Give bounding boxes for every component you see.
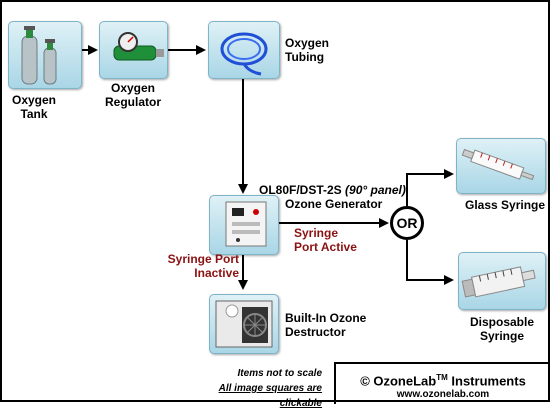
brand-prefix: © OzoneLab [360,373,437,389]
connector-layer [81,45,454,290]
footnote: Items not to scale All image squares are… [192,366,322,411]
oxygen-regulator-image [113,32,164,61]
glass-syringe-label: Glass Syringe [465,198,546,212]
generator-model: OL80F/DST-2S [259,183,342,197]
generator-to-or-arrow [379,218,389,228]
generator-panel: (90° panel) [345,183,406,197]
or-junction: OR [390,206,424,240]
glass-syringe-image [461,148,535,181]
oxygen-tubing-label: Oxygen Tubing [285,36,330,64]
disposable-syringe-tile[interactable] [458,252,546,310]
or-to-glass-arrow [444,169,454,179]
or-to-disposable-arrow [444,275,454,285]
ozone-generator-tile[interactable] [209,195,279,255]
brand-url[interactable]: www.ozonelab.com [396,389,490,401]
brand-trademark: TM [436,373,448,382]
oxygen-tubing-tile[interactable] [208,21,280,79]
oxygen-tank-label: Oxygen Tank [11,93,56,121]
ozone-destructor-tile[interactable] [209,294,279,354]
oxygen-regulator-label: Oxygen Regulator [104,81,161,109]
or-to-disposable-line [406,240,448,281]
syringe-port-active-label: Syringe Port Active [294,226,357,254]
scale-note: Items not to scale [237,368,322,379]
oxygen-regulator-tile[interactable] [99,21,168,79]
tank-to-regulator-arrow [88,45,98,55]
glass-syringe-tile[interactable] [456,138,546,194]
syringe-port-inactive-label: Syringe Port Inactive [167,252,239,280]
destructor-label: Built-In Ozone Destructor [285,311,367,339]
tubing-to-generator-arrow [238,184,248,194]
or-to-glass-line [406,173,448,206]
generator-title: OL80F/DST-2S (90° panel) [259,183,406,197]
brand-suffix: Instruments [447,373,526,389]
disposable-syringe-image [461,266,536,298]
generator-to-destructor-arrow [238,280,248,290]
regulator-to-tubing-arrow [196,45,206,55]
brand-box: © OzoneLabTM Instruments www.ozonelab.co… [334,362,550,404]
oxygen-tank-image [21,26,57,85]
ozone-destructor-image [215,300,273,348]
clickable-note: All image squares are clickable [218,383,322,409]
oxygen-tank-tile[interactable] [8,21,82,89]
brand-name: © OzoneLabTM Instruments [336,370,550,388]
oxygen-tubing-image [220,32,268,76]
ozone-generator-image [225,201,267,247]
generator-label: Ozone Generator [285,197,383,211]
disposable-syringe-label: Disposable Syringe [469,315,535,343]
